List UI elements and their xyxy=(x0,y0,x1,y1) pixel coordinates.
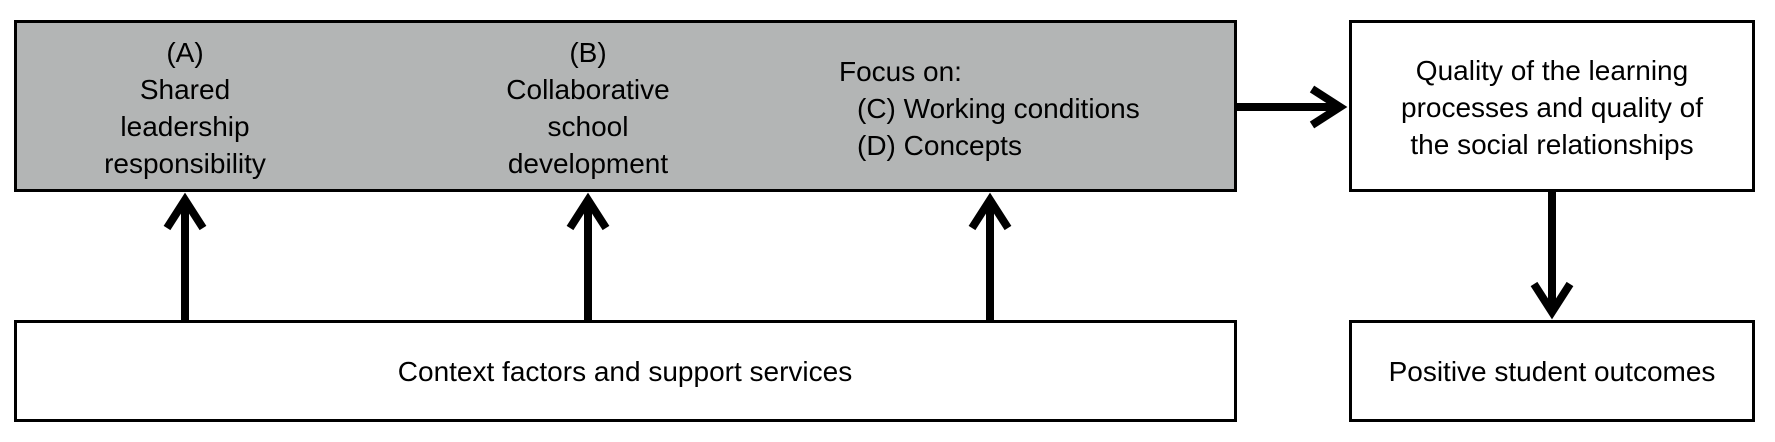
school-factors-box xyxy=(14,20,1237,192)
factor-b-line2: school xyxy=(547,111,629,142)
focus-heading: Focus on: xyxy=(839,56,962,87)
quality-line2: processes and quality of xyxy=(1401,92,1703,123)
context-label: Context factors and support services xyxy=(397,356,853,387)
focus-item-d: (D) Concepts xyxy=(857,130,1022,161)
arrow-context-to-a xyxy=(163,192,207,320)
focus-item-c: (C) Working conditions xyxy=(857,93,1140,124)
factor-a-label: (A) Shared leadership responsibility xyxy=(104,34,266,182)
focus-label: Focus on: (C) Working conditions (D) Con… xyxy=(839,53,1140,164)
arrow-context-to-b xyxy=(566,192,610,320)
outcomes-label: Positive student outcomes xyxy=(1388,356,1716,387)
factor-a-line3: responsibility xyxy=(104,148,266,179)
arrow-context-to-focus xyxy=(968,192,1012,320)
factor-a-letter: (A) xyxy=(166,37,204,68)
outcomes-box xyxy=(1349,320,1755,422)
quality-line1: Quality of the learning xyxy=(1415,55,1689,86)
arrow-factors-to-quality xyxy=(1237,85,1348,129)
arrow-quality-to-outcomes xyxy=(1530,192,1574,320)
quality-label: Quality of the learning processes and qu… xyxy=(1401,52,1703,163)
factor-a-line1: Shared xyxy=(139,74,231,105)
factor-b-letter: (B) xyxy=(569,37,607,68)
factor-b-line1: Collaborative xyxy=(506,74,670,105)
quality-line3: the social relationships xyxy=(1410,129,1694,160)
factor-b-line3: development xyxy=(507,148,669,179)
factor-a-line2: leadership xyxy=(120,111,250,142)
context-box xyxy=(14,320,1237,422)
factor-b-label: (B) Collaborative school development xyxy=(506,34,669,182)
quality-box xyxy=(1349,20,1755,192)
